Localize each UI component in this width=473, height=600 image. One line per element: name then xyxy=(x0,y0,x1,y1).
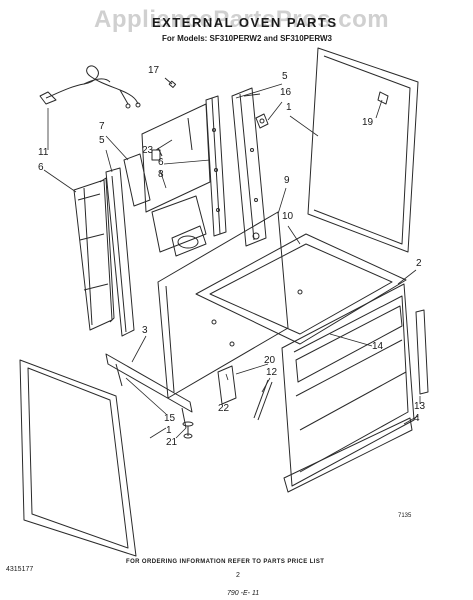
clip-16 xyxy=(255,113,269,129)
callout-label: 21 xyxy=(166,437,178,448)
callout-label: 1 xyxy=(286,102,292,113)
callout-label: 12 xyxy=(266,367,278,378)
cooktop-surface xyxy=(195,233,407,345)
right-door-panel xyxy=(307,47,419,253)
ordering-note: FOR ORDERING INFORMATION REFER TO PARTS … xyxy=(126,559,325,565)
left-side-panel xyxy=(73,177,115,331)
bracket-20 xyxy=(217,365,237,405)
diagram-title: EXTERNAL OVEN PARTS xyxy=(152,15,338,30)
right-rear-column xyxy=(205,95,227,237)
leveling-leg-12 xyxy=(253,379,273,421)
callout-label: 11 xyxy=(38,147,49,158)
callout-label: 1 xyxy=(166,425,172,436)
power-cord xyxy=(39,65,141,109)
oven-body-side xyxy=(157,211,289,399)
callout-label: 8 xyxy=(158,169,164,180)
callout-label: 17 xyxy=(148,65,160,76)
callout-label: 3 xyxy=(142,325,148,336)
date-note: 790 -E- 11 xyxy=(227,590,260,597)
vent-duct xyxy=(151,195,207,257)
callout-label: 9 xyxy=(284,175,290,186)
model-subtitle: For Models: SF310PERW2 and SF310PERW3 xyxy=(162,34,332,43)
page-number: 2 xyxy=(236,572,240,579)
kick-panel xyxy=(283,417,413,493)
callout-label: 5 xyxy=(282,71,288,82)
callout-label: 16 xyxy=(280,87,292,98)
callout-label: 22 xyxy=(218,403,230,414)
callout-label: 6 xyxy=(38,162,44,173)
callout-label: 15 xyxy=(164,413,176,424)
screw-17 xyxy=(164,77,177,88)
left-outer-side-panel xyxy=(19,359,137,557)
right-front-column xyxy=(231,87,267,247)
watermark-text: AppliancePartsPros.com xyxy=(94,6,390,33)
callout-label: 23 xyxy=(142,145,154,156)
leveling-foot xyxy=(182,421,194,439)
side-trim-strip xyxy=(415,309,429,395)
callout-label: 2 xyxy=(416,258,422,269)
callout-label: 20 xyxy=(264,355,276,366)
callout-label: 4 xyxy=(414,413,420,424)
callout-label: 5 xyxy=(99,135,105,146)
left-side-trim xyxy=(105,167,135,337)
callout-label: 7 xyxy=(99,121,105,132)
left-rear-bracket xyxy=(123,153,151,207)
diagram-code: 7135 xyxy=(398,513,412,519)
callout-label: 6 xyxy=(158,157,164,168)
base-rail xyxy=(105,353,193,429)
callout-label: 19 xyxy=(362,117,374,128)
rear-panel xyxy=(141,103,211,213)
front-frame xyxy=(281,283,415,487)
callout-label: 14 xyxy=(372,341,384,352)
part-number: 4315177 xyxy=(6,566,34,573)
callout-label: 10 xyxy=(282,211,294,222)
callout-label: 13 xyxy=(414,401,426,412)
